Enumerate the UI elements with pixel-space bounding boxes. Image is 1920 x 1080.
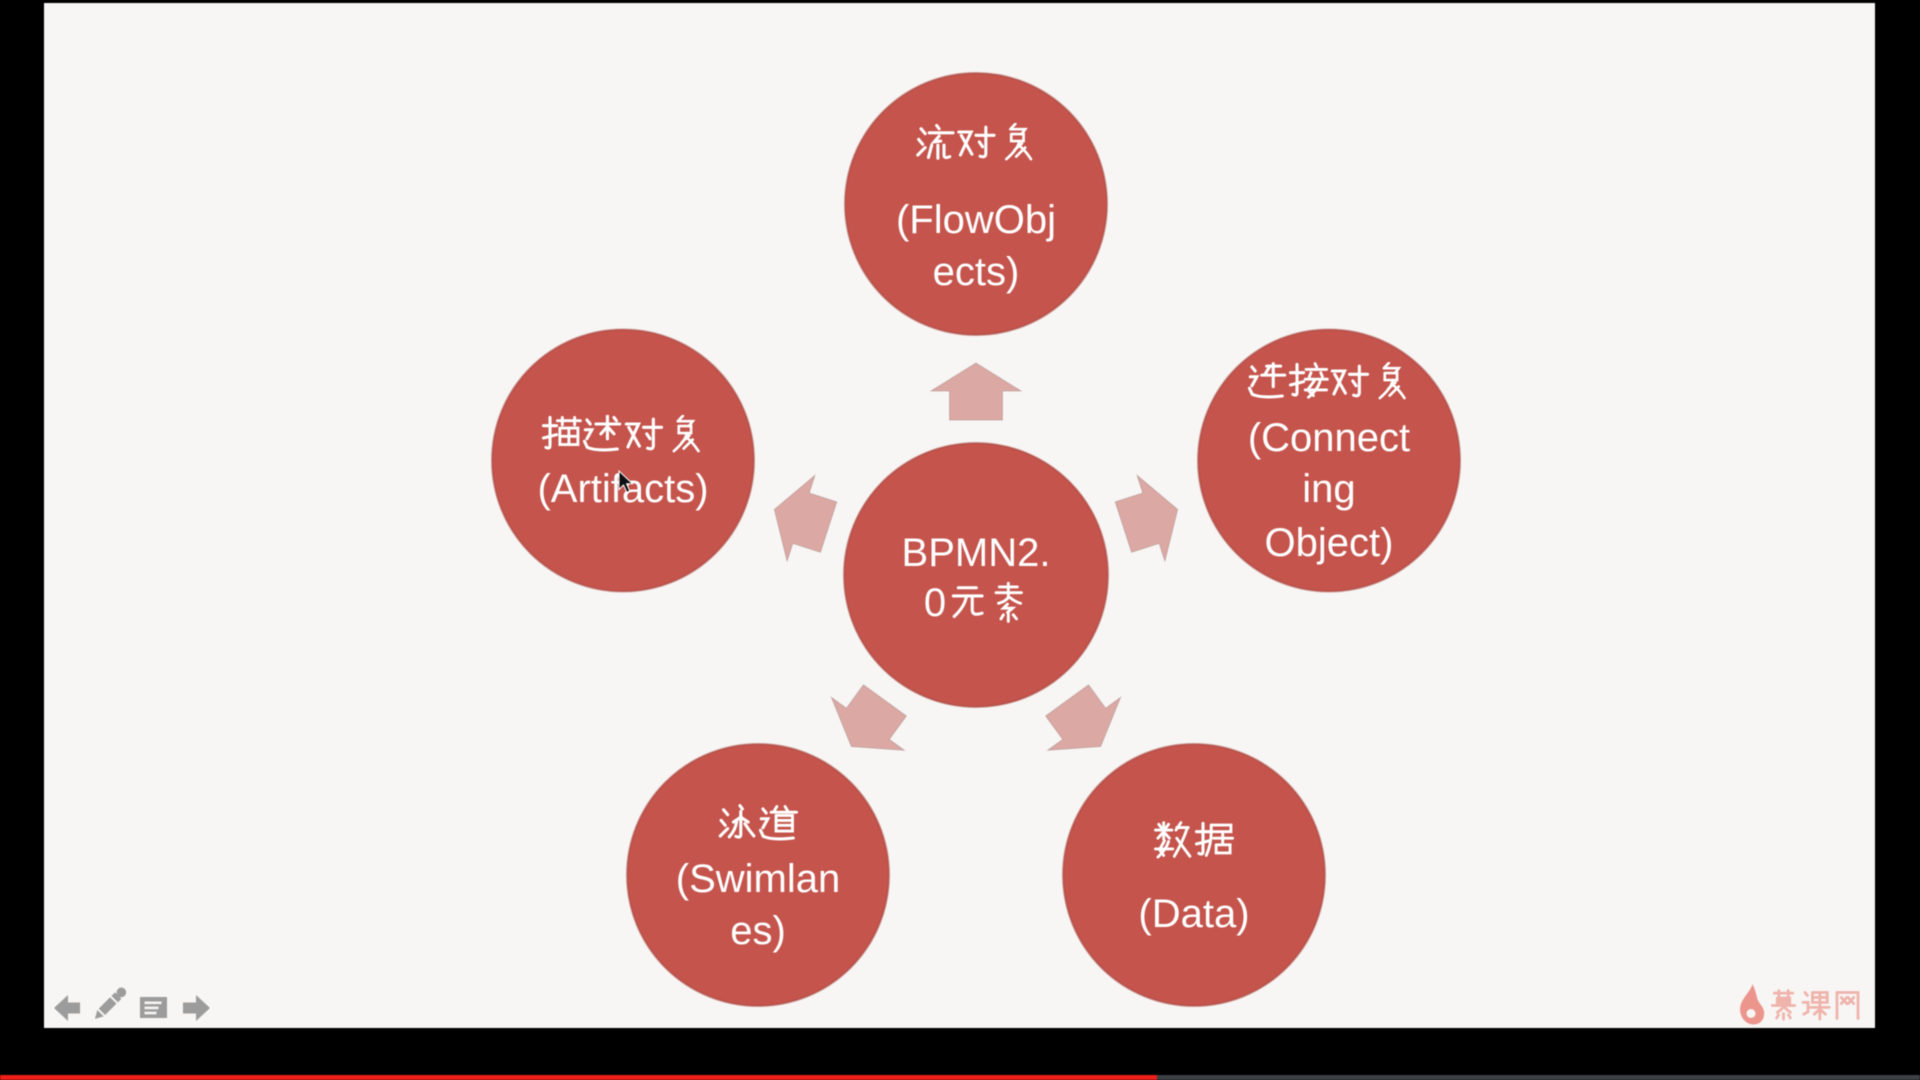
svg-text:ects): ects)	[933, 250, 1020, 294]
svg-text:(Swimlan: (Swimlan	[676, 857, 840, 901]
svg-text:BPMN2.: BPMN2.	[902, 531, 1051, 575]
svg-text:Object): Object)	[1265, 521, 1394, 565]
svg-text:(Data): (Data)	[1138, 892, 1249, 936]
svg-text:(FlowObj: (FlowObj	[896, 198, 1056, 242]
svg-text:(Connect: (Connect	[1248, 416, 1410, 460]
svg-text:(Artifacts): (Artifacts)	[537, 467, 708, 511]
svg-text:es): es)	[730, 909, 786, 953]
svg-text:ing: ing	[1302, 467, 1355, 511]
svg-text:0: 0	[924, 581, 946, 625]
